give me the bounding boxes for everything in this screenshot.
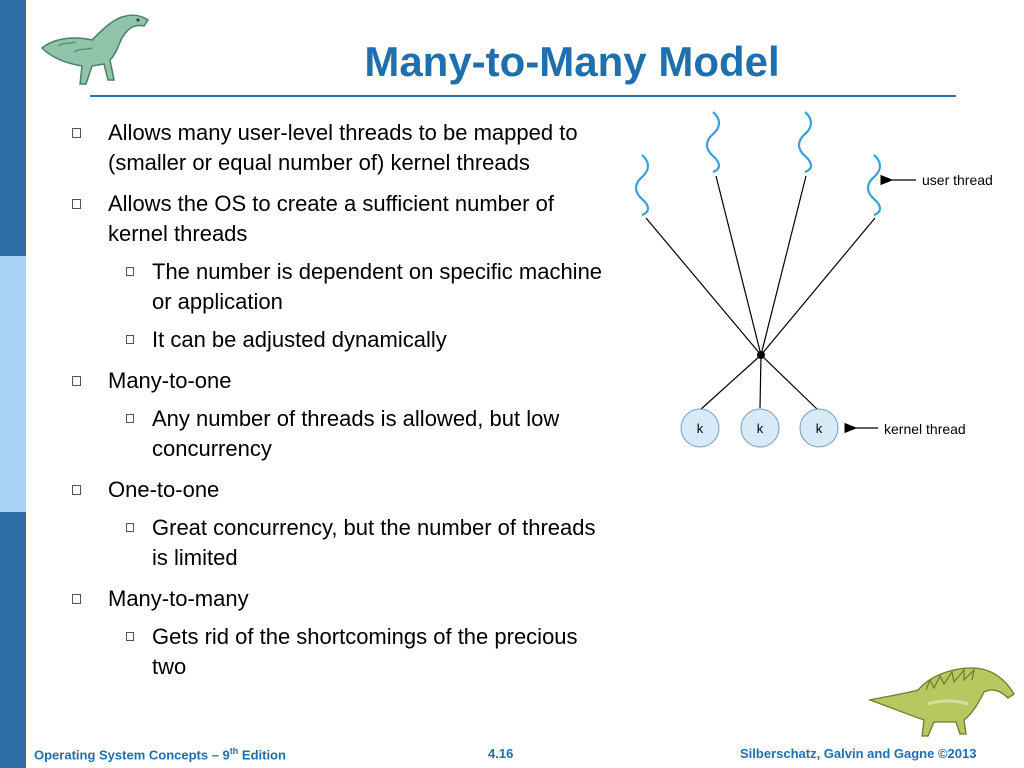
bullet-item: One-to-one (70, 475, 615, 505)
bullet-text: Many-to-one (108, 368, 232, 393)
bullet-marker-icon (126, 523, 134, 532)
sidebar-stripe (0, 0, 26, 768)
kernel-thread-node (740, 408, 780, 448)
bullet-marker-icon (126, 414, 134, 423)
kernel-thread-label: k (816, 421, 823, 436)
many-to-many-diagram: k k k user thread kernel thread (634, 111, 993, 448)
bullet-marker-icon (126, 335, 134, 344)
bullet-text: Any number of threads is allowed, but lo… (152, 406, 560, 461)
bullet-text: It can be adjusted dynamically (152, 327, 447, 352)
title-divider (90, 95, 956, 97)
bullet-item: Allows many user-level threads to be map… (70, 118, 615, 178)
sidebar-block-top (0, 0, 26, 256)
bullet-marker-icon (126, 267, 134, 276)
kernel-thread-node (680, 408, 720, 448)
kernel-thread-caption: kernel thread (884, 421, 966, 437)
bullet-marker-icon (72, 199, 81, 209)
dinosaur-logo-icon (40, 14, 150, 85)
sidebar-block-bottom (0, 512, 26, 768)
sidebar-block-middle (0, 256, 26, 512)
bullet-item: Many-to-one (70, 366, 615, 396)
kernel-thread-label: k (757, 421, 764, 436)
bullet-marker-icon (72, 128, 81, 138)
sub-bullet-item: Gets rid of the shortcomings of the prec… (70, 622, 615, 682)
bullet-text: Many-to-many (108, 586, 249, 611)
kernel-thread-label: k (697, 421, 704, 436)
kernel-thread-node (799, 408, 839, 448)
bullet-marker-icon (72, 594, 81, 604)
bullet-marker-icon (126, 632, 134, 641)
user-thread-wave-icon (705, 111, 721, 174)
sub-bullet-item: Great concurrency, but the number of thr… (70, 513, 615, 573)
bullet-item: Allows the OS to create a sufficient num… (70, 189, 615, 249)
bullet-text: One-to-one (108, 477, 220, 502)
footer-page-number: 4.16 (488, 746, 514, 761)
footer-copyright: Silberschatz, Galvin and Gagne ©2013 (740, 746, 977, 761)
bullet-marker-icon (72, 376, 81, 386)
bullet-text: Allows the OS to create a sufficient num… (108, 191, 554, 246)
stegosaurus-logo-icon (868, 667, 1015, 737)
bullet-item: Many-to-many (70, 584, 615, 614)
bullet-text: Allows many user-level threads to be map… (108, 120, 578, 175)
sub-bullet-item: The number is dependent on specific mach… (70, 257, 615, 317)
bullet-text: The number is dependent on specific mach… (152, 259, 603, 314)
user-thread-wave-icon (866, 154, 882, 217)
user-thread-caption: user thread (922, 172, 993, 188)
sub-bullet-item: It can be adjusted dynamically (70, 325, 615, 355)
bullet-list: Allows many user-level threads to be map… (70, 118, 615, 693)
bullet-text: Gets rid of the shortcomings of the prec… (152, 624, 578, 679)
user-thread-wave-icon (634, 154, 650, 217)
user-thread-wave-icon (797, 111, 813, 174)
bullet-text: Great concurrency, but the number of thr… (152, 515, 596, 570)
bullet-marker-icon (72, 485, 81, 495)
slide-title: Many-to-Many Model (364, 38, 780, 85)
sub-bullet-item: Any number of threads is allowed, but lo… (70, 404, 615, 464)
footer-book-title: Operating System Concepts – 9th Edition (34, 746, 286, 763)
